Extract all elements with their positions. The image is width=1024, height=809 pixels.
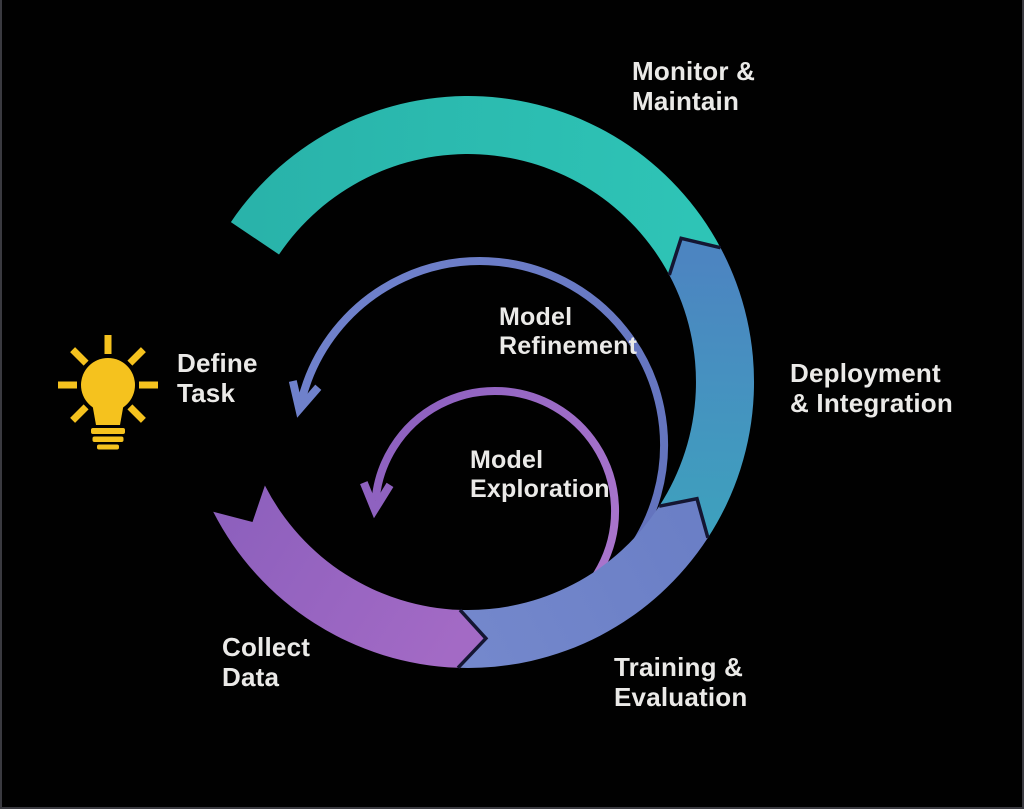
inner-loops — [288, 257, 668, 613]
junction-seam — [658, 496, 710, 539]
outer-ring — [213, 96, 755, 670]
model-exploration-arc — [371, 387, 620, 613]
label-line: Model — [470, 446, 544, 474]
label-define-task: Define Task — [177, 348, 258, 408]
label-training-evaluation: Training & Evaluation — [614, 652, 747, 712]
bulb-ray — [127, 347, 146, 366]
label-line: Deployment — [790, 358, 941, 388]
label-line: Data — [222, 662, 280, 692]
bulb-ray — [70, 347, 89, 366]
model-exploration-arrowhead — [360, 481, 394, 519]
junction-seam — [456, 608, 489, 670]
ring-segment-training-evaluation — [458, 498, 708, 668]
bulb-ray — [127, 404, 146, 423]
label-line: Refinement — [499, 332, 638, 360]
label-line: Model — [499, 303, 573, 331]
label-line: Exploration — [470, 475, 610, 503]
model-refinement-arrowhead — [288, 380, 322, 418]
bulb-base-stripe — [92, 436, 124, 442]
label-collect-data: Collect Data — [222, 632, 310, 692]
bulb-base-stripe — [97, 444, 119, 450]
label-line: Monitor & — [632, 56, 756, 86]
label-line: Task — [177, 378, 236, 408]
junction-seam — [667, 236, 721, 276]
model-refinement-arc — [297, 257, 668, 566]
label-line: & Integration — [790, 388, 953, 418]
label-model-refinement: Model Refinement — [499, 303, 637, 361]
loop-model-exploration — [360, 387, 620, 613]
bulb-ray — [70, 404, 89, 423]
bulb-neck — [91, 397, 125, 425]
ring-segment-deployment-integration — [659, 238, 755, 538]
loop-model-refinement — [288, 257, 668, 566]
label-line: Training & — [614, 652, 744, 682]
ring-segment-monitor-maintain — [230, 96, 721, 275]
label-line: Maintain — [632, 86, 740, 116]
label-monitor-maintain: Monitor & Maintain — [632, 56, 755, 116]
label-line: Collect — [222, 632, 311, 662]
label-line: Define — [177, 348, 258, 378]
lightbulb-icon — [58, 335, 158, 450]
label-line: Evaluation — [614, 682, 748, 712]
label-deployment-integration: Deployment & Integration — [790, 358, 953, 418]
label-model-exploration: Model Exploration — [470, 446, 610, 504]
bulb-base-stripe — [91, 428, 125, 434]
ring-segment-collect-data — [213, 485, 486, 668]
